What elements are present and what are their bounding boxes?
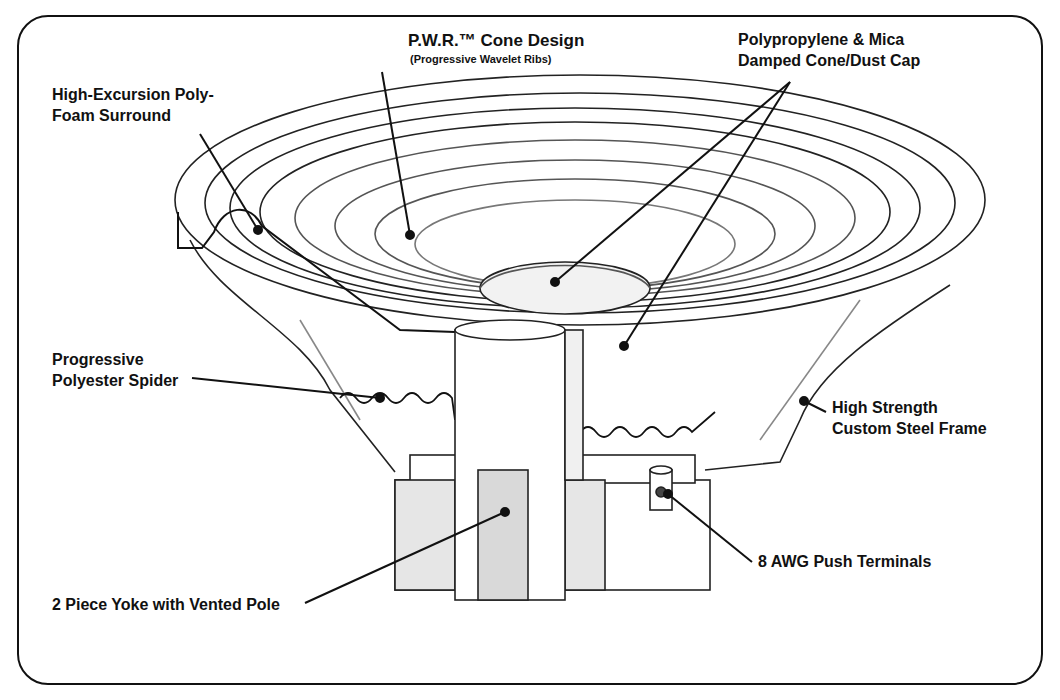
leader-line <box>806 402 826 412</box>
part-label: High Strength Custom Steel Frame <box>832 398 994 440</box>
part-sublabel: (Progressive Wavelet Ribs) <box>410 52 551 66</box>
leader-line <box>200 134 258 230</box>
part-label: High-Excursion Poly-Foam Surround <box>52 85 217 127</box>
part-label: P.W.R.™ Cone Design <box>408 30 584 52</box>
part-label: Progressive Polyester Spider <box>52 350 192 392</box>
woofer-drawing <box>175 75 985 600</box>
leader-line <box>624 82 790 346</box>
leader-line <box>382 72 410 235</box>
leader-lines <box>192 72 826 603</box>
leader-line <box>305 512 505 603</box>
leader-dot <box>501 508 509 516</box>
leader-line <box>555 82 790 282</box>
leader-dot <box>376 394 384 402</box>
leader-dot <box>551 278 559 286</box>
leader-dot <box>406 231 414 239</box>
part-label: 2 Piece Yoke with Vented Pole <box>52 595 280 616</box>
leader-dot <box>620 342 628 350</box>
leader-dot <box>664 490 672 498</box>
leader-line <box>668 494 752 562</box>
leader-line <box>192 378 380 398</box>
part-label: Polypropylene & Mica Damped Cone/Dust Ca… <box>738 30 943 72</box>
leader-dot <box>254 226 262 234</box>
part-label: 8 AWG Push Terminals <box>758 552 931 573</box>
leader-dot <box>800 397 808 405</box>
outer-border <box>18 16 1042 684</box>
